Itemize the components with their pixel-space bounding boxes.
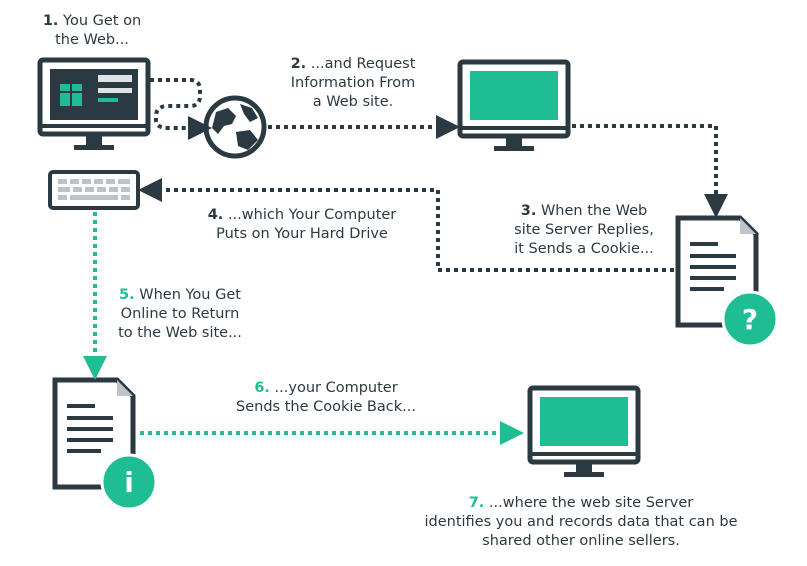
question-mark-icon: ?	[742, 303, 758, 336]
package-icon	[60, 84, 82, 106]
info-icon: i	[124, 466, 134, 499]
connector-cookie-keyboard	[138, 178, 674, 272]
web-server-monitor-icon	[457, 59, 571, 151]
step-6-label: 6. ...your Computer Sends the Cookie Bac…	[236, 380, 416, 415]
final-server-monitor-icon	[527, 385, 641, 477]
user-monitor-icon	[37, 57, 151, 150]
cookie-document-icon: ?	[675, 215, 779, 348]
keyboard-icon	[48, 170, 140, 210]
question-badge	[721, 290, 779, 348]
step-2-label: 2. ...and Request Information From a Web…	[290, 56, 416, 110]
connector-server-cookie	[572, 124, 728, 218]
step-4-label: 4. ...which Your Computer Puts on Your H…	[207, 207, 397, 242]
step-5-label: 5. When You Get Online to Return to the …	[118, 287, 242, 341]
globe-icon	[203, 95, 267, 159]
step-7-label: 7. ...where the web site Server identifi…	[424, 495, 738, 549]
connector-monitor-globe	[150, 78, 212, 140]
info-badge	[100, 453, 158, 511]
return-document-icon: i	[52, 377, 158, 511]
step-3-label: 3. When the Web site Server Replies, it …	[514, 203, 654, 257]
step-1-label: 1. You Get on the Web...	[42, 13, 142, 48]
